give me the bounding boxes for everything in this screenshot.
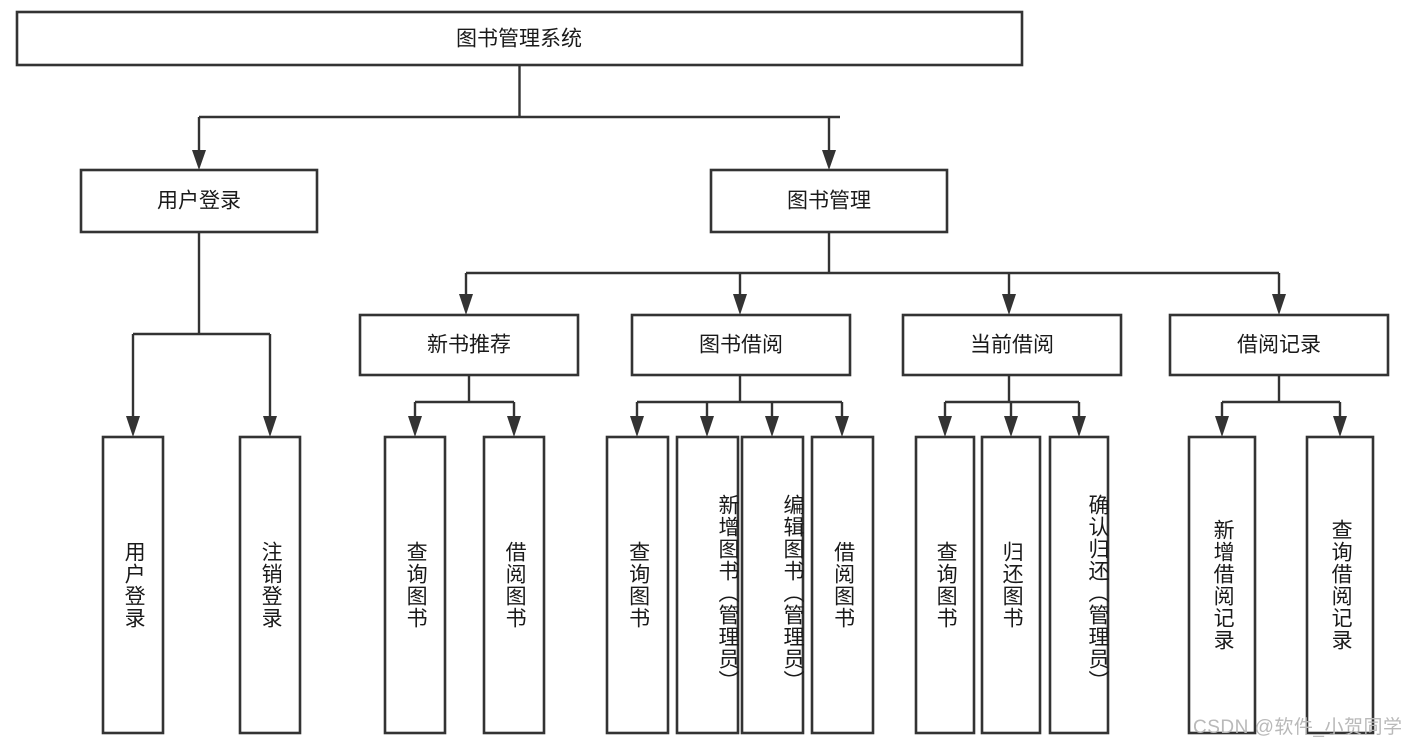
node-root[interactable]: 图书管理系统 [15, 10, 1024, 67]
arrow-head-icon [192, 150, 206, 170]
arrow-head-icon [459, 294, 473, 315]
node-root-label: 图书管理系统 [456, 28, 582, 51]
node-borrow-record-box[interactable] [1168, 313, 1390, 377]
connector-group-current-borrow [938, 375, 1086, 437]
node-leaf-query-book-3-box[interactable] [914, 435, 976, 735]
arrow-head-icon [263, 416, 277, 437]
arrow-head-icon [1272, 294, 1286, 315]
connector-group-borrow-record [1215, 375, 1347, 437]
node-new-book-recommend[interactable]: 新书推荐 [358, 313, 580, 377]
arrow-head-icon [835, 416, 849, 437]
arrow-head-icon [1004, 416, 1018, 437]
node-user-login-label: 用户登录 [157, 190, 241, 213]
node-leaf-user-logout-box[interactable] [238, 435, 302, 735]
node-root-box[interactable] [15, 10, 1024, 67]
arrow-head-icon [733, 294, 747, 315]
connector-group-book-manage [459, 232, 1286, 315]
watermark-text: CSDN @软件_小贺同学 [1193, 717, 1403, 738]
node-leaf-borrow-book-1-box[interactable] [482, 435, 546, 735]
node-book-manage-box[interactable] [709, 168, 949, 234]
node-leaf-return-book-box[interactable] [980, 435, 1042, 735]
node-leaf-add-record-box[interactable] [1187, 435, 1257, 735]
node-borrow-record[interactable]: 借阅记录 [1168, 313, 1390, 377]
arrow-head-icon [765, 416, 779, 437]
arrow-head-icon [822, 150, 836, 170]
arrow-head-icon [938, 416, 952, 437]
node-user-login[interactable]: 用户登录 [79, 168, 319, 234]
node-user-login-box[interactable] [79, 168, 319, 234]
arrow-head-icon [630, 416, 644, 437]
leaf-boxes [101, 435, 1375, 735]
node-leaf-borrow-book-2-box[interactable] [810, 435, 875, 735]
node-current-borrow[interactable]: 当前借阅 [901, 313, 1123, 377]
node-book-manage[interactable]: 图书管理 [709, 168, 949, 234]
node-leaf-edit-book-box[interactable] [740, 435, 805, 735]
arrow-head-icon [126, 416, 140, 437]
node-book-manage-label: 图书管理 [787, 190, 871, 213]
node-current-borrow-label: 当前借阅 [970, 334, 1054, 357]
node-new-book-recommend-label: 新书推荐 [427, 334, 511, 357]
node-leaf-query-record-box[interactable] [1305, 435, 1375, 735]
arrow-head-icon [1215, 416, 1229, 437]
connector-group-user-login [126, 232, 277, 437]
arrow-head-icon [700, 416, 714, 437]
node-leaf-query-book-1-box[interactable] [383, 435, 447, 735]
arrow-head-icon [1333, 416, 1347, 437]
node-leaf-confirm-return-box[interactable] [1048, 435, 1110, 735]
connector-group-book-borrow [630, 375, 849, 437]
arrow-head-icon [1002, 294, 1016, 315]
node-book-borrow-box[interactable] [630, 313, 852, 377]
arrow-head-icon [408, 416, 422, 437]
arrow-head-icon [507, 416, 521, 437]
node-leaf-user-login-box[interactable] [101, 435, 165, 735]
arrow-head-icon [1072, 416, 1086, 437]
node-current-borrow-box[interactable] [901, 313, 1123, 377]
node-leaf-query-book-2-box[interactable] [605, 435, 670, 735]
node-leaf-add-book-box[interactable] [675, 435, 740, 735]
node-book-borrow[interactable]: 图书借阅 [630, 313, 852, 377]
node-book-borrow-label: 图书借阅 [699, 334, 783, 357]
connector-group-root [192, 65, 840, 170]
node-borrow-record-label: 借阅记录 [1237, 334, 1321, 357]
node-new-book-recommend-box[interactable] [358, 313, 580, 377]
connector-group-new-book-recommend [408, 375, 521, 437]
